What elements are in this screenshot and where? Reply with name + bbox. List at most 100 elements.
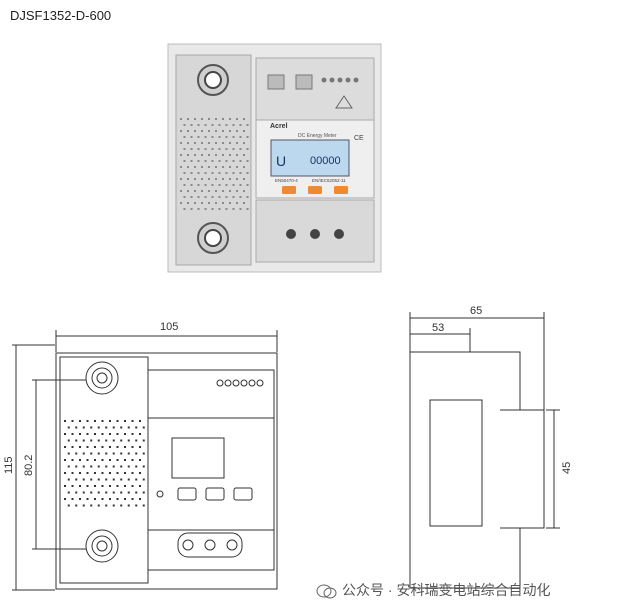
vent-dot (194, 118, 196, 120)
vent-dot (75, 491, 78, 494)
vent-dot (75, 465, 78, 468)
vent-dot (225, 136, 228, 138)
vent-dot (120, 439, 123, 442)
vent-dot (225, 184, 228, 186)
vent-dot (222, 202, 224, 204)
vent-dot (204, 184, 207, 186)
down-button[interactable] (308, 186, 322, 194)
brand-label: Acrel (270, 123, 288, 130)
vent-dot (75, 452, 78, 455)
vent-dot (190, 136, 193, 138)
vent-dot (105, 426, 108, 429)
vent-dot (194, 154, 196, 156)
vent-dot (215, 166, 217, 168)
vent-dot (101, 459, 104, 461)
vent-dot (243, 178, 245, 180)
vent-dot (139, 433, 141, 435)
vent-dot (127, 452, 130, 455)
vent-dot (90, 439, 93, 442)
vent-dot (218, 148, 221, 150)
vent-dot (215, 202, 217, 204)
vent-dot (190, 184, 193, 186)
vent-dot (109, 420, 111, 422)
vent-dot (215, 154, 217, 156)
vent-dot (243, 190, 245, 192)
vent-dot (190, 172, 193, 174)
vent-dot (239, 160, 242, 162)
vent-dot (86, 420, 89, 422)
vent-dot (67, 478, 70, 481)
vent-dot (225, 196, 228, 198)
vent-dot (97, 478, 100, 481)
vent-dot (86, 498, 89, 500)
vent-dot (183, 148, 186, 150)
enter-button[interactable] (334, 186, 348, 194)
vent-dot (97, 491, 100, 494)
vent-dot (232, 184, 235, 186)
vent-dot (67, 426, 70, 429)
vent-dot (246, 124, 249, 126)
vent-dot (180, 118, 182, 120)
vent-dot (197, 136, 200, 138)
vent-dot (218, 136, 221, 138)
vent-dot (64, 446, 66, 448)
vent-dot (142, 504, 145, 507)
vent-dot (187, 166, 189, 168)
vent-dot (101, 446, 104, 448)
vent-dot (124, 459, 126, 461)
vent-dot (71, 433, 74, 435)
vent-dot (211, 124, 214, 126)
vent-dot (90, 504, 93, 507)
vent-dot (112, 439, 115, 442)
vent-dot (197, 184, 200, 186)
vent-dot (232, 124, 235, 126)
vent-dot (197, 196, 200, 198)
vent-dot (204, 160, 207, 162)
vent-dot (197, 172, 200, 174)
vent-dot (232, 136, 235, 138)
vent-dot (127, 426, 130, 429)
vent-dot (79, 485, 81, 487)
vent-dot (232, 148, 235, 150)
vent-dot (211, 136, 214, 138)
vent-dot (243, 154, 245, 156)
vent-dot (204, 172, 207, 174)
vent-dot (229, 190, 231, 192)
vent-dot (131, 459, 134, 461)
vent-dot (246, 148, 249, 150)
vent-dot (142, 478, 145, 481)
vent-dot (97, 426, 100, 429)
vent-dot (105, 478, 108, 481)
vent-dot (243, 142, 245, 144)
vent-dot (180, 130, 182, 132)
vent-dot (82, 439, 85, 442)
vent-dot (112, 452, 115, 455)
vent-dot (142, 465, 145, 468)
vent-dot (239, 136, 242, 138)
vent-dot (225, 148, 228, 150)
vent-dot (201, 178, 203, 180)
vent-dot (243, 202, 245, 204)
vent-dot (246, 136, 249, 138)
vent-dot (222, 178, 224, 180)
vent-dot (201, 202, 203, 204)
vent-dot (246, 184, 249, 186)
vent-dot (201, 130, 203, 132)
vent-dot (90, 452, 93, 455)
vent-dot (86, 485, 89, 487)
vent-dot (127, 439, 130, 442)
vent-dot (135, 478, 138, 481)
vent-dot (67, 439, 70, 442)
vent-dot (64, 433, 66, 435)
vent-dot (229, 166, 231, 168)
vent-dot (120, 465, 123, 468)
vent-dot (105, 452, 108, 455)
up-button[interactable] (282, 186, 296, 194)
vent-dot (232, 160, 235, 162)
vent-dot (105, 491, 108, 494)
vent-dot (139, 459, 141, 461)
vent-dot (208, 118, 210, 120)
vent-dot (109, 459, 111, 461)
vent-dot (109, 446, 111, 448)
vent-dot (197, 160, 200, 162)
